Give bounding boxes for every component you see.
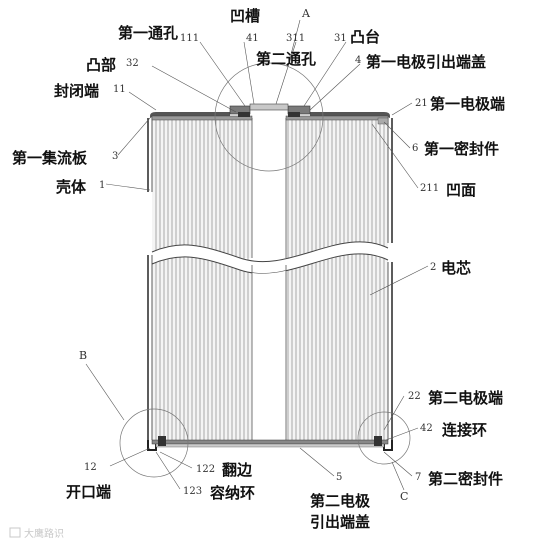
label-second-electrode-end: 第二电极端 (428, 389, 503, 407)
num-open-end: 12 (84, 462, 97, 473)
num-boss: 31 (334, 33, 347, 44)
num-shell: 1 (99, 180, 105, 191)
label-concave-surface: 凹面 (446, 181, 476, 199)
bottom-assembly (147, 436, 393, 451)
num-second-seal: 7 (415, 472, 421, 483)
num-convex-part: 32 (126, 58, 139, 69)
num-connecting-ring: 42 (420, 423, 433, 434)
num-receiving-ring: 123 (183, 486, 202, 497)
leader-lines (105, 41, 429, 490)
label-shell: 壳体 (55, 178, 87, 196)
watermark: 大鹰路识 (9, 527, 64, 540)
watermark-text: 大鹰路识 (24, 527, 64, 540)
label-first-electrode-cap: 第一电极引出端盖 (366, 53, 486, 71)
num-closed-end: 11 (113, 84, 126, 95)
label-groove: 凹槽 (230, 7, 260, 25)
num-cell-core: 2 (430, 262, 436, 273)
label-first-current-collector: 第一集流板 (12, 149, 88, 167)
label-receiving-ring: 容纳环 (209, 484, 255, 502)
label-connecting-ring: 连接环 (442, 421, 487, 439)
num-first-electrode-end: 21 (415, 98, 428, 109)
center-bore-lower (252, 253, 286, 442)
detail-mark-c: C (400, 490, 408, 503)
watermark-logo-icon (9, 527, 21, 538)
num-flange: 122 (196, 464, 215, 475)
label-first-seal: 第一密封件 (424, 140, 499, 158)
label-second-electrode-cap-line2: 引出端盖 (310, 513, 370, 531)
label-closed-end: 封闭端 (54, 82, 99, 100)
num-first-electrode-cap: 4 (355, 55, 361, 66)
label-second-through-hole: 第二通孔 (256, 50, 316, 68)
label-first-electrode-end: 第一电极端 (430, 95, 505, 113)
detail-circle-b (119, 408, 189, 478)
detail-mark-a: A (301, 7, 311, 20)
label-second-seal: 第二密封件 (428, 470, 503, 488)
num-second-through-hole: 311 (286, 33, 305, 44)
label-second-electrode-cap: 第二电极 (310, 492, 371, 510)
detail-circle-c (357, 411, 411, 465)
detail-circle-a (214, 62, 324, 172)
label-cell-core: 电芯 (441, 259, 471, 277)
label-boss: 凸台 (350, 28, 380, 46)
num-concave-surface: 211 (420, 183, 439, 194)
detail-mark-b: B (79, 349, 87, 362)
label-flange: 翻边 (222, 461, 253, 479)
top-assembly (150, 103, 390, 125)
num-first-seal: 6 (412, 143, 418, 154)
num-groove: 41 (246, 33, 259, 44)
num-first-current-collector: 3 (112, 151, 118, 162)
label-open-end: 开口端 (66, 483, 111, 501)
center-bore-upper (252, 118, 286, 258)
label-first-through-hole: 第一通孔 (118, 24, 178, 42)
num-first-through-hole: 111 (180, 33, 199, 44)
num-second-electrode-cap: 5 (336, 472, 342, 483)
label-convex-part: 凸部 (86, 56, 116, 74)
num-second-electrode-end: 22 (408, 391, 421, 402)
